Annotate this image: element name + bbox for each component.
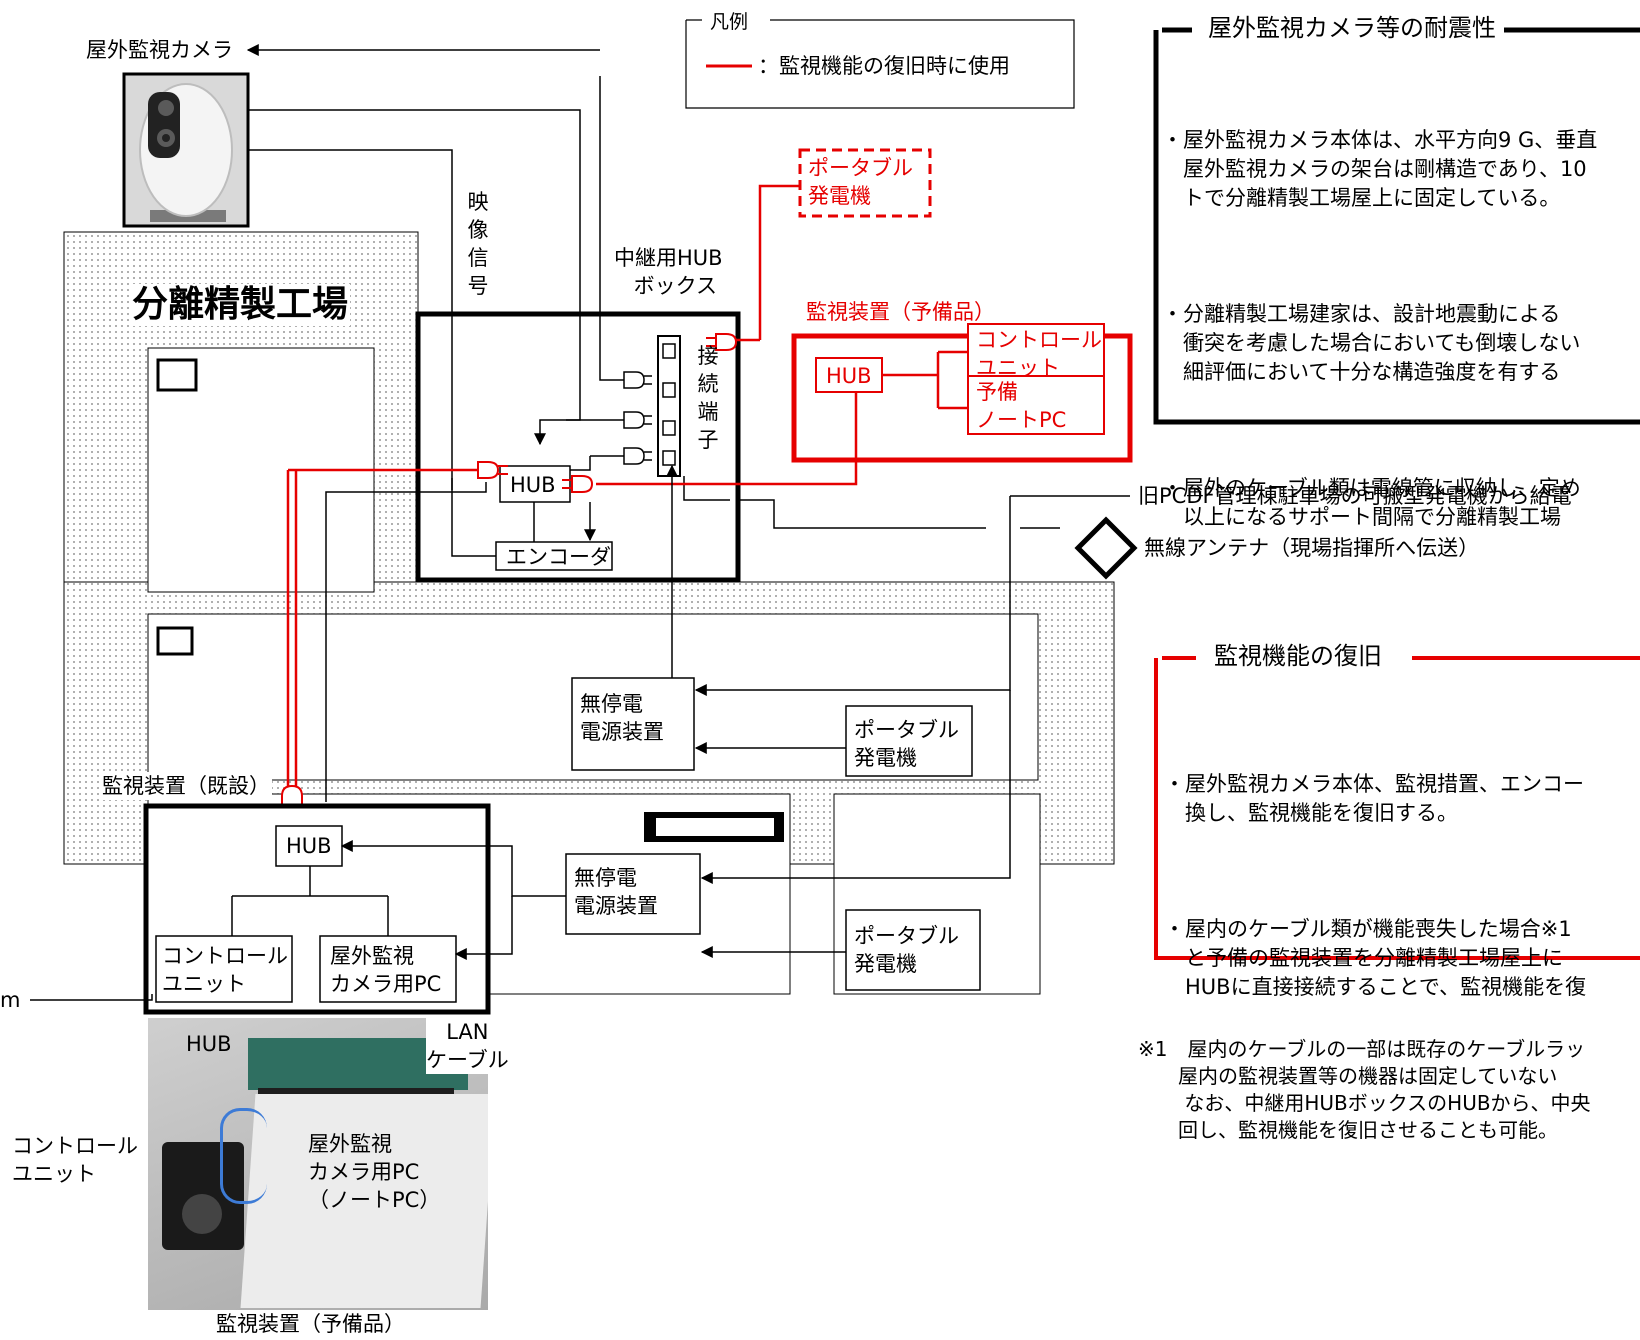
- antenna-label: 無線アンテナ（現場指揮所へ伝送）: [1144, 536, 1480, 560]
- portable-gen-lower: [845, 909, 981, 991]
- power-wiring: [30, 464, 1130, 1001]
- legend-title: 凡例: [704, 8, 755, 36]
- seismic-title: 屋外監視カメラ等の耐震性: [1200, 14, 1504, 42]
- camera-image: [122, 72, 250, 228]
- encoder-label: エンコーダ: [506, 545, 611, 569]
- antenna-icon: [1074, 516, 1138, 580]
- relay-hub-box: [415, 311, 741, 583]
- ups-lower-label: 無停電電源装置: [574, 866, 658, 918]
- spare-hub: [815, 357, 883, 393]
- terminal-label: 接続端子: [697, 344, 719, 452]
- existing-pc-label: 屋外監視カメラ用PC: [330, 944, 442, 996]
- existing-wiring: [231, 482, 566, 960]
- existing-hub-label: HUB: [286, 834, 332, 858]
- photo-pc-label: 屋外監視カメラ用PC（ノートPC）: [308, 1132, 441, 1212]
- encoder-box: [495, 541, 613, 571]
- portable-gen-red: [798, 148, 932, 218]
- black-plugs: [623, 371, 652, 465]
- ups-upper-label: 無停電電源装置: [580, 692, 664, 744]
- spare-notepc-label: 予備ノートPC: [976, 380, 1067, 432]
- spare-notepc: [967, 375, 1105, 435]
- power-feed-label: 旧PCDF管理棟駐車場の可搬型発電機から給電: [1138, 484, 1572, 508]
- seismic-body: ・屋外監視カメラ本体は、水平方向9 G、垂直 屋外監視カメラの架台は剛構造であり…: [1162, 128, 1598, 529]
- photo-caption: 監視装置（予備品）: [216, 1312, 405, 1336]
- recovery-body: ・屋外監視カメラ本体、監視措置、エンコー 換し、監視機能を復旧する。 ・屋内のケ…: [1164, 772, 1587, 999]
- spare-monitor-title: 監視装置（予備品）: [806, 300, 995, 324]
- existing-monitor-title: 監視装置（既設）: [100, 772, 272, 800]
- relay-wiring: [248, 76, 730, 557]
- photo-hub-label: HUB: [186, 1032, 232, 1056]
- red-wiring: [286, 184, 968, 802]
- camera-label: 屋外監視カメラ: [86, 38, 233, 62]
- ups-lower: [565, 853, 701, 935]
- spare-control-label: コントロールユニット: [976, 328, 1102, 380]
- legend-frame: [685, 19, 1075, 109]
- terminal-sockets: [662, 343, 676, 466]
- relay-box-label: 中継用HUB ボックス: [614, 246, 723, 298]
- relay-hub: [499, 465, 571, 503]
- seismic-panel-frame: [1153, 27, 1640, 425]
- recovery-title: 監視機能の復旧: [1206, 642, 1390, 670]
- portable-gen-red-label: ポータブル発電機: [808, 156, 913, 208]
- portable-upper-label: ポータブル発電機: [854, 718, 959, 770]
- portable-lower-label: ポータブル発電機: [854, 924, 959, 976]
- legend-text: ：監視機能の復旧時に使用: [758, 54, 1010, 78]
- photo-control-label: コントロールユニット: [12, 1134, 138, 1186]
- video-signal-label: 映像信号: [466, 188, 490, 300]
- existing-control-label: コントロールユニット: [162, 944, 288, 996]
- stub-label: m: [0, 988, 21, 1012]
- red-plugs: [281, 333, 738, 811]
- footnote: ※1 屋内のケーブルの一部は既存のケーブルラッ 屋内の監視装置等の機器は固定して…: [1138, 1037, 1591, 1142]
- recovery-panel-frame: [1154, 656, 1640, 960]
- spare-hub-label: HUB: [826, 364, 872, 388]
- relay-hub-label: HUB: [510, 473, 556, 497]
- building-label: 分離精製工場: [130, 284, 351, 326]
- portable-gen-upper: [845, 705, 973, 777]
- spare-control-unit: [967, 323, 1105, 383]
- existing-control-unit: [155, 935, 293, 1003]
- existing-hub: [275, 825, 343, 867]
- ups-upper: [571, 677, 695, 771]
